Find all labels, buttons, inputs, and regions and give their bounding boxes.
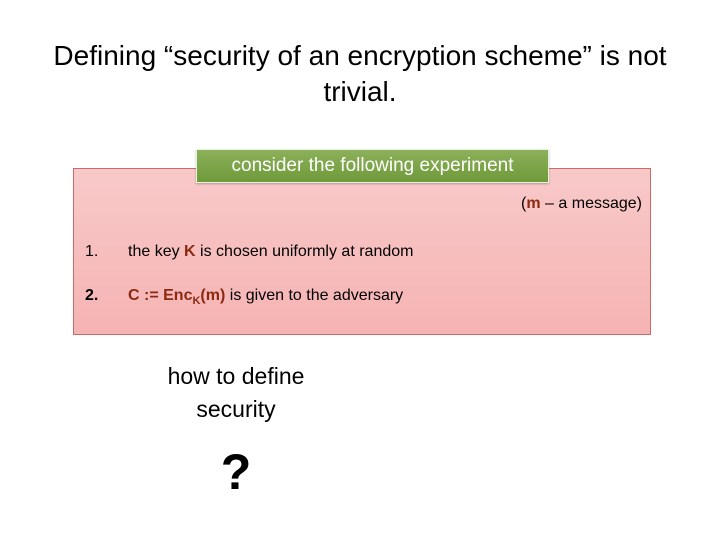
step-text-after: is given to the adversary bbox=[225, 287, 404, 304]
enc-prefix: C := Enc bbox=[128, 287, 193, 304]
enc-argument: (m) bbox=[200, 287, 226, 304]
experiment-box: (m – a message) 1. the key K is chosen un… bbox=[73, 168, 651, 335]
note-open: ( bbox=[521, 195, 527, 212]
message-note: (m – a message) bbox=[521, 195, 642, 213]
question-mark: ? bbox=[220, 444, 252, 500]
note-text: – a message) bbox=[540, 195, 642, 212]
key-variable: K bbox=[184, 243, 196, 260]
experiment-tab-label: consider the following experiment bbox=[196, 149, 549, 183]
step-text-after: is chosen uniformly at random bbox=[195, 243, 414, 260]
slide-title: Defining “security of an encryption sche… bbox=[53, 40, 667, 107]
ciphertext-expression: C := EncK(m) bbox=[128, 287, 226, 307]
step-text-before: the key bbox=[128, 243, 185, 260]
step-number: 1. bbox=[85, 243, 99, 260]
security-question: how to define security bbox=[167, 363, 305, 422]
step-1: 1. the key K is chosen uniformly at rando… bbox=[85, 243, 413, 261]
step-2: 2. C := EncK(m) is given to the adversary bbox=[85, 287, 403, 307]
step-number: 2. bbox=[85, 287, 99, 304]
enc-subscript: K bbox=[192, 295, 201, 307]
note-variable: m bbox=[526, 195, 541, 212]
